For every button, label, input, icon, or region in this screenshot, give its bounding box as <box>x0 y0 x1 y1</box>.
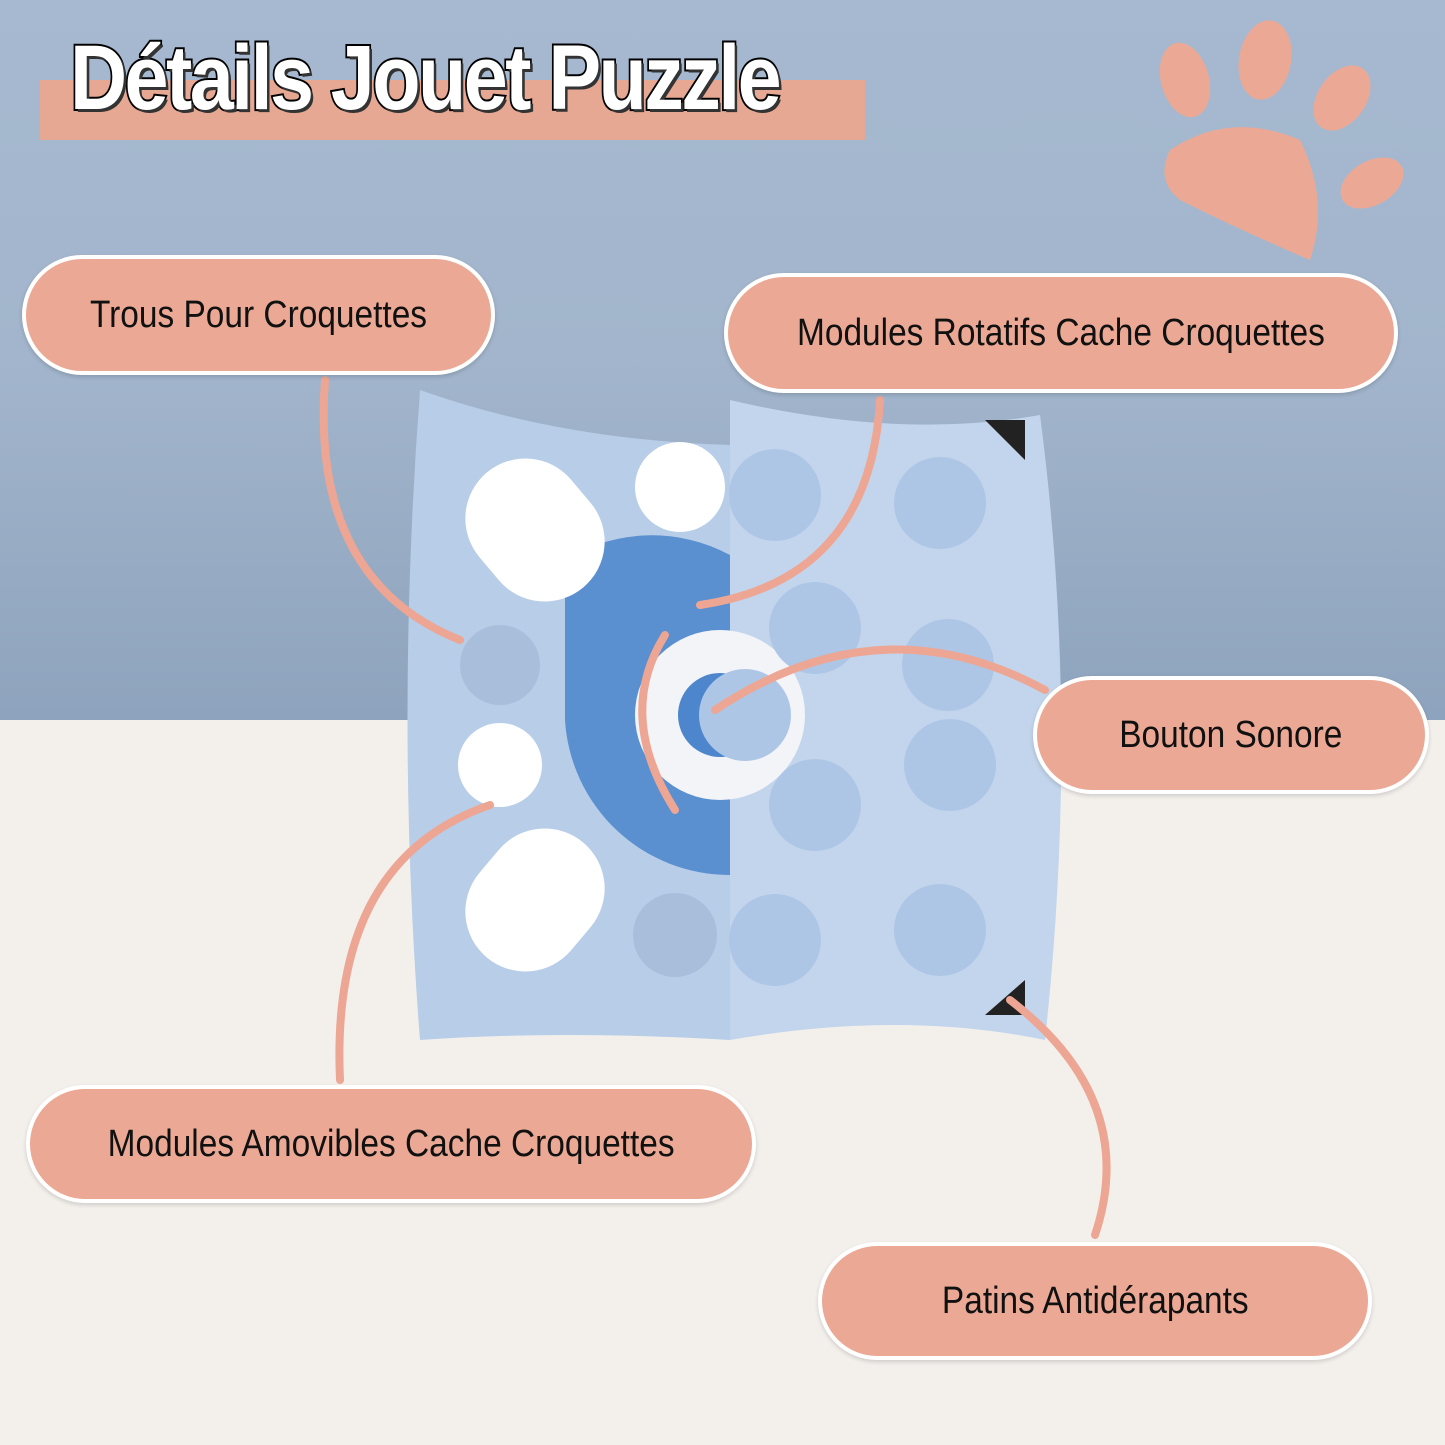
paw-print-icon <box>1159 20 1404 260</box>
page-title: Détails Jouet Puzzle <box>68 25 783 131</box>
label-text: Trous Pour Croquettes <box>89 293 428 336</box>
callout-arrows <box>319 376 1111 1239</box>
label-removable-modules: Modules Amovibles Cache Croquettes <box>26 1085 756 1203</box>
pad <box>985 420 1025 460</box>
label-text: Modules Amovibles Cache Croquettes <box>107 1122 675 1165</box>
label-rotating-modules: Modules Rotatifs Cache Croquettes <box>724 273 1398 393</box>
title-underline <box>40 80 865 140</box>
label-text: Modules Rotatifs Cache Croquettes <box>797 311 1325 354</box>
label-sound-button: Bouton Sonore <box>1033 676 1429 794</box>
label-text: Patins Antidérapants <box>941 1279 1249 1322</box>
puzzle-toy <box>407 390 1062 1040</box>
label-non-slip-pads: Patins Antidérapants <box>818 1242 1372 1360</box>
label-text: Bouton Sonore <box>1119 713 1343 756</box>
label-holes: Trous Pour Croquettes <box>22 255 495 375</box>
